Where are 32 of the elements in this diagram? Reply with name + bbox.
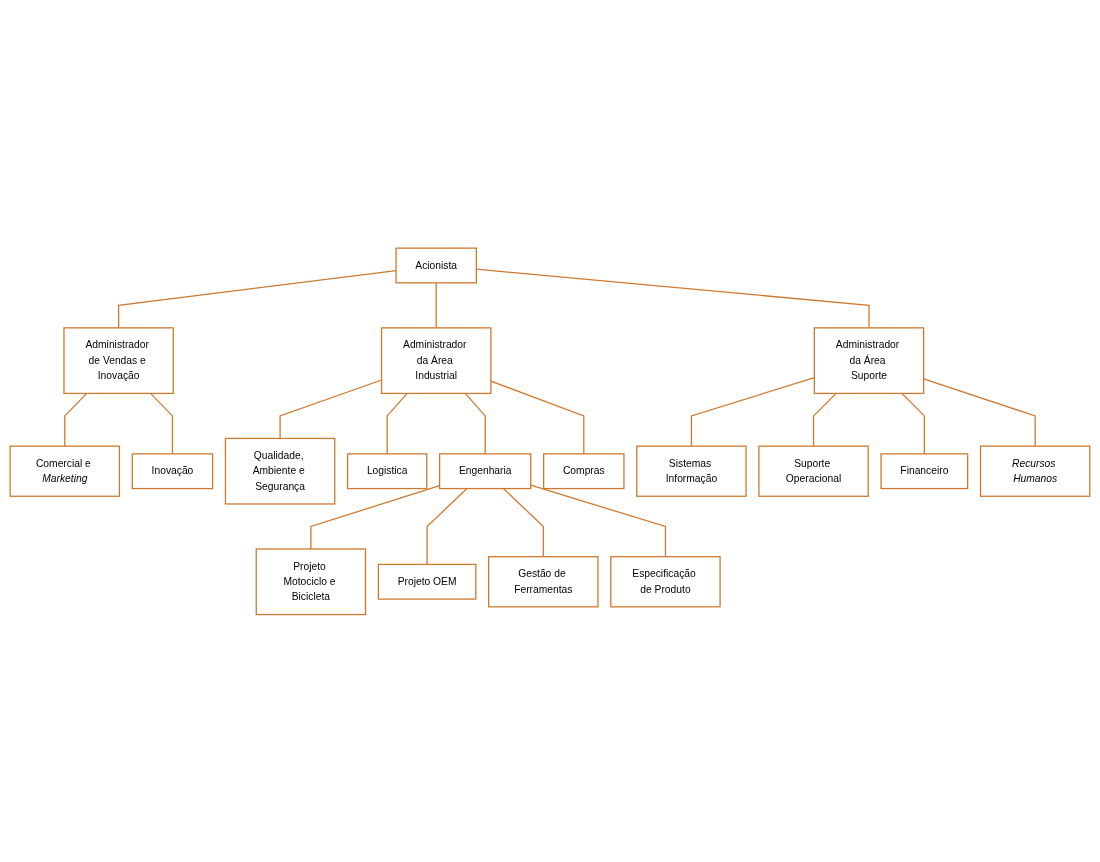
node-box: Suporte Operacional bbox=[758, 445, 869, 497]
connector bbox=[426, 487, 468, 565]
node-box: Engenharia bbox=[439, 452, 532, 489]
node-box: Administrador da Área Industrial bbox=[380, 326, 492, 394]
connector bbox=[310, 484, 441, 550]
node-box: Acionista bbox=[395, 247, 477, 284]
connector bbox=[530, 484, 667, 557]
node-box: Sistemas Informação bbox=[636, 445, 747, 497]
connector bbox=[690, 376, 815, 447]
connector bbox=[464, 392, 486, 455]
node-box: Projeto OEM bbox=[377, 563, 477, 600]
connector bbox=[812, 392, 837, 447]
connector bbox=[149, 392, 174, 455]
node-box: Qualidade, Ambiente e Segurança bbox=[224, 437, 336, 505]
connector bbox=[502, 487, 544, 557]
node-box: Administrador da Área Suporte bbox=[813, 326, 925, 394]
node-box: Financeiro bbox=[880, 452, 969, 489]
node-box: Compras bbox=[543, 452, 625, 489]
connector bbox=[64, 392, 88, 447]
node-box: Inovação bbox=[131, 452, 214, 489]
connector bbox=[386, 392, 408, 455]
connector bbox=[901, 392, 926, 455]
node-box: Comercial e Marketing bbox=[9, 445, 121, 497]
node-box: Gestão de Ferramentas bbox=[488, 555, 599, 608]
node-box: Especificação de Produto bbox=[610, 555, 721, 608]
node-box: Projeto Motociclo e Bicicleta bbox=[255, 548, 367, 615]
node-box: Recursos Humanos bbox=[979, 445, 1091, 497]
node-box: Administrador de Vendas e Inovação bbox=[63, 326, 174, 394]
connector bbox=[490, 380, 585, 455]
node-box: Logistica bbox=[346, 452, 428, 489]
connector bbox=[435, 281, 437, 329]
connector bbox=[118, 269, 397, 329]
